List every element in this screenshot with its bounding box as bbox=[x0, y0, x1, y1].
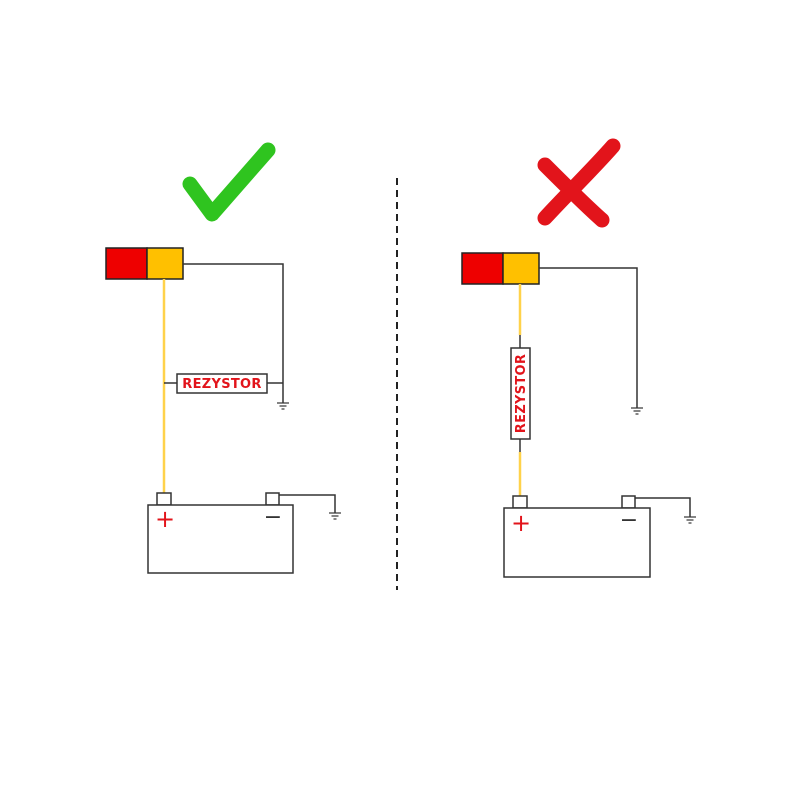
lamp-red-segment bbox=[105, 247, 148, 280]
battery-positive-terminal bbox=[156, 492, 172, 506]
tail-lamp bbox=[461, 252, 540, 285]
battery-plus-sign: + bbox=[155, 505, 175, 533]
resistor-label: REZYSTOR bbox=[182, 377, 261, 392]
ground-icon bbox=[329, 512, 341, 520]
battery-minus-sign: − bbox=[264, 505, 282, 530]
lamp-red-segment bbox=[461, 252, 504, 285]
cross-icon bbox=[537, 138, 621, 228]
ground-icon bbox=[277, 402, 289, 410]
resistor-body bbox=[176, 373, 268, 394]
battery: + − bbox=[503, 495, 651, 578]
battery-positive-terminal bbox=[512, 495, 528, 509]
battery-negative-terminal bbox=[621, 495, 636, 509]
resistor-label: REZYSTOR bbox=[514, 354, 529, 433]
battery-body bbox=[147, 504, 294, 574]
battery-ground-wire bbox=[635, 497, 691, 517]
ground-icon bbox=[631, 407, 643, 415]
tail-lamp bbox=[105, 247, 184, 280]
battery-body bbox=[503, 507, 651, 578]
ground-icon bbox=[684, 516, 696, 524]
lamp-amber-segment bbox=[502, 252, 540, 285]
lamp-ground-wire bbox=[539, 267, 638, 408]
lamp-amber-segment bbox=[146, 247, 184, 280]
lamp-ground-wire bbox=[183, 263, 284, 403]
battery-ground-wire bbox=[279, 494, 336, 513]
battery: + − bbox=[147, 492, 294, 574]
battery-plus-sign: + bbox=[511, 509, 531, 537]
panel-correct: REZYSTOR + − bbox=[105, 142, 341, 574]
battery-minus-sign: − bbox=[620, 508, 638, 533]
battery-negative-terminal bbox=[265, 492, 280, 506]
panel-wrong: REZYSTOR + − bbox=[461, 138, 696, 578]
checkmark-icon bbox=[182, 142, 276, 222]
